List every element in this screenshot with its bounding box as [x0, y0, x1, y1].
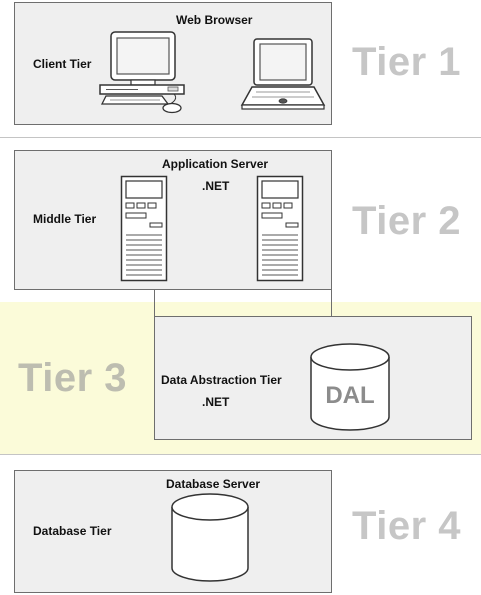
- tier-separator-3: [0, 454, 481, 455]
- web-browser-label: Web Browser: [176, 13, 253, 27]
- tier-4-label: Tier 4: [352, 504, 461, 548]
- application-server-label: Application Server: [162, 157, 269, 171]
- laptop-icon: [240, 38, 326, 110]
- desktop-computer-icon: [99, 31, 185, 114]
- middle-tier-tech-label: .NET: [202, 179, 230, 193]
- middle-tier-label: Middle Tier: [33, 212, 97, 226]
- server-tower-icon: [120, 175, 168, 282]
- tier-1-label: Tier 1: [352, 40, 461, 84]
- tier-3-label: Tier 3: [18, 356, 127, 400]
- database-server-label: Database Server: [166, 477, 261, 491]
- dal-cylinder-label: DAL: [325, 382, 375, 409]
- tier-separator-1: [0, 137, 481, 138]
- client-tier-label: Client Tier: [33, 57, 92, 71]
- tier-2-label: Tier 2: [352, 199, 461, 243]
- database-cylinder-icon: [171, 493, 249, 582]
- data-abstraction-tech-label: .NET: [202, 395, 230, 409]
- database-tier-label: Database Tier: [33, 524, 112, 538]
- database-cylinder-icon: [310, 343, 390, 431]
- data-abstraction-tier-label: Data Abstraction Tier: [161, 373, 282, 387]
- server-tower-icon: [256, 175, 304, 282]
